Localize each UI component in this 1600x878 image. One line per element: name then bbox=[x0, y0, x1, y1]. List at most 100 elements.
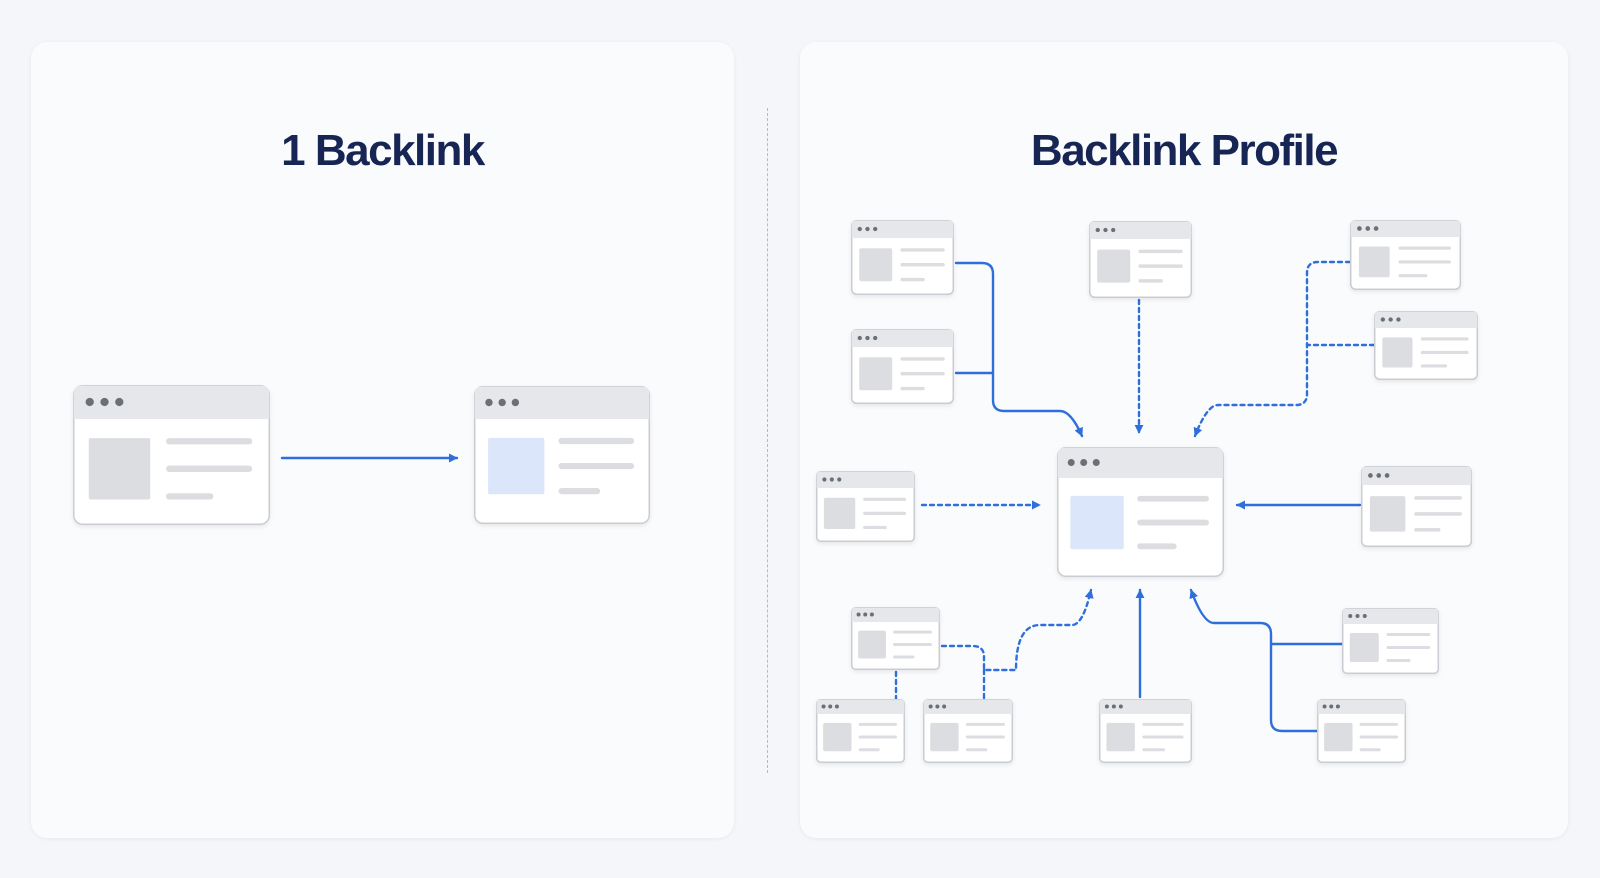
window-text-line bbox=[1398, 246, 1452, 250]
window-text-line bbox=[965, 722, 1005, 726]
window-text-line bbox=[1138, 249, 1183, 254]
window-control-dot bbox=[1067, 458, 1075, 467]
source-window-bottom-right-2 bbox=[1317, 699, 1406, 763]
window-text-line bbox=[893, 655, 915, 659]
window-titlebar bbox=[474, 386, 650, 419]
window-control-dot bbox=[1118, 704, 1123, 709]
link-top-left-1 bbox=[954, 261, 1084, 438]
window-control-dot bbox=[1384, 473, 1390, 478]
window-control-dot bbox=[1329, 704, 1334, 709]
window-thumbnail bbox=[859, 357, 893, 391]
window-thumbnail bbox=[1324, 722, 1353, 752]
window-titlebar bbox=[1342, 608, 1439, 624]
window-text-line bbox=[1138, 279, 1163, 283]
window-layer bbox=[73, 220, 1478, 763]
window-control-dot bbox=[1396, 317, 1401, 322]
window-control-dot bbox=[928, 704, 933, 709]
profile-target-window bbox=[1057, 447, 1224, 577]
window-control-dot bbox=[85, 397, 94, 407]
window-text-line bbox=[1414, 512, 1463, 516]
window-control-dot bbox=[1376, 473, 1382, 478]
source-window-top-left-2 bbox=[851, 329, 954, 404]
window-control-dot bbox=[821, 704, 826, 709]
window-text-line bbox=[1420, 350, 1469, 354]
window-titlebar bbox=[1361, 466, 1472, 485]
window-text-line bbox=[900, 248, 945, 252]
window-thumbnail bbox=[823, 722, 852, 752]
window-text-line bbox=[1138, 264, 1183, 268]
window-control-dot bbox=[485, 398, 493, 407]
window-titlebar bbox=[1374, 311, 1478, 328]
window-titlebar bbox=[923, 699, 1013, 714]
window-control-dot bbox=[828, 704, 833, 709]
window-thumbnail bbox=[1070, 495, 1124, 550]
backlink-profile-title: Backlink Profile bbox=[1030, 126, 1339, 175]
source-window-top-right-2 bbox=[1374, 311, 1478, 380]
window-thumbnail bbox=[1358, 246, 1390, 278]
window-text-line bbox=[166, 465, 253, 472]
window-thumbnail bbox=[1106, 722, 1135, 752]
window-thumbnail bbox=[1349, 633, 1379, 662]
window-text-line bbox=[1359, 722, 1398, 726]
window-control-dot bbox=[1111, 704, 1116, 709]
window-thumbnail bbox=[88, 438, 151, 500]
link-bottom-left-1 bbox=[940, 588, 1094, 672]
window-control-dot bbox=[1104, 704, 1109, 709]
window-text-line bbox=[1359, 735, 1398, 739]
window-thumbnail bbox=[858, 630, 886, 659]
window-control-dot bbox=[1348, 613, 1353, 619]
window-thumbnail bbox=[930, 722, 959, 752]
window-control-dot bbox=[865, 226, 870, 232]
window-titlebar bbox=[1089, 221, 1192, 239]
source-window-bottom-center bbox=[1099, 699, 1192, 763]
window-control-dot bbox=[1388, 317, 1393, 322]
window-text-line bbox=[900, 277, 925, 282]
window-titlebar bbox=[816, 699, 905, 714]
window-text-line bbox=[1420, 337, 1469, 341]
window-text-line bbox=[893, 630, 932, 634]
window-text-line bbox=[858, 722, 897, 726]
window-control-dot bbox=[1362, 613, 1367, 619]
window-text-line bbox=[558, 488, 601, 495]
window-control-dot bbox=[1355, 613, 1360, 619]
window-control-dot bbox=[1080, 458, 1088, 467]
window-control-dot bbox=[873, 335, 878, 341]
window-control-dot bbox=[100, 397, 109, 407]
window-text-line bbox=[1386, 633, 1431, 636]
window-text-line bbox=[558, 462, 635, 470]
window-control-dot bbox=[1335, 704, 1340, 709]
window-control-dot bbox=[115, 397, 124, 407]
window-text-line bbox=[863, 511, 907, 515]
link-top-right-1 bbox=[1193, 260, 1352, 438]
window-text-line bbox=[166, 438, 253, 445]
window-text-line bbox=[1137, 519, 1209, 526]
window-control-dot bbox=[857, 226, 862, 232]
window-control-dot bbox=[511, 398, 520, 407]
window-titlebar bbox=[816, 471, 915, 488]
window-text-line bbox=[558, 437, 635, 445]
window-text-line bbox=[965, 735, 1005, 739]
source-window-bottom-left-1 bbox=[851, 607, 940, 670]
window-control-dot bbox=[863, 612, 868, 617]
window-control-dot bbox=[857, 335, 862, 341]
window-control-dot bbox=[498, 398, 506, 407]
window-text-line bbox=[858, 748, 880, 752]
window-control-dot bbox=[837, 477, 842, 482]
window-titlebar bbox=[1317, 699, 1406, 714]
window-titlebar bbox=[73, 385, 270, 419]
window-control-dot bbox=[1357, 226, 1362, 231]
window-thumbnail bbox=[1097, 249, 1131, 283]
link-bottom-right-2 bbox=[1189, 588, 1273, 646]
window-text-line bbox=[863, 525, 887, 530]
window-control-dot bbox=[856, 612, 861, 617]
window-text-line bbox=[1386, 659, 1411, 662]
window-thumbnail bbox=[823, 497, 856, 530]
window-control-dot bbox=[869, 612, 874, 617]
window-text-line bbox=[1414, 496, 1463, 500]
source-window-top-center bbox=[1089, 221, 1192, 298]
window-text-line bbox=[965, 748, 988, 752]
window-text-line bbox=[900, 386, 925, 391]
window-text-line bbox=[1398, 260, 1452, 264]
source-window-bottom-right-1 bbox=[1342, 608, 1439, 674]
